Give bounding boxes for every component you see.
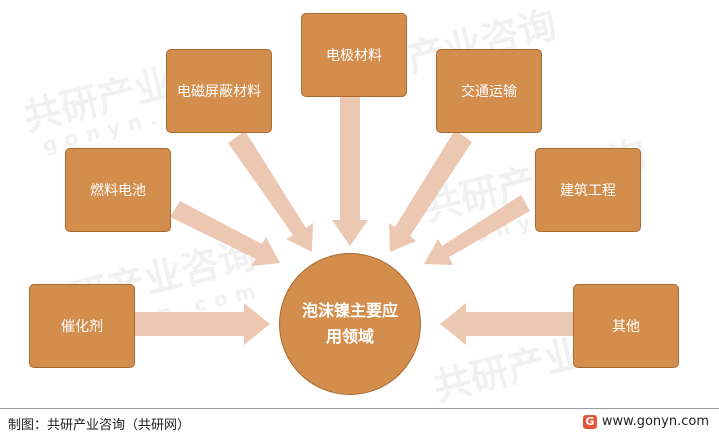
footer: 制图：共研产业咨询（共研网） G www.gonyn.com xyxy=(0,408,719,435)
center-node: 泡沫镍主要应用领域 xyxy=(279,253,421,395)
node-other: 其他 xyxy=(573,284,679,368)
node-shielding: 电磁屏蔽材料 xyxy=(166,49,272,133)
node-electrode: 电极材料 xyxy=(301,13,407,97)
arrow-shielding xyxy=(228,131,313,252)
arrow-fuelcell xyxy=(170,201,280,266)
gonyn-logo-icon: G xyxy=(582,414,597,429)
arrow-electrode xyxy=(332,97,368,246)
node-catalyst: 催化剂 xyxy=(29,284,135,368)
arrow-catalyst xyxy=(135,303,270,345)
footer-site[interactable]: G www.gonyn.com xyxy=(582,414,709,429)
diagram: 共研产业咨询 gonyn.com 共研产业咨询 共研产业咨询 gonyn.com… xyxy=(19,2,679,410)
arrow-transport xyxy=(389,130,472,252)
footer-site-url[interactable]: www.gonyn.com xyxy=(601,414,709,429)
arrow-other xyxy=(440,303,573,345)
arrows-layer xyxy=(135,97,573,345)
node-building: 建筑工程 xyxy=(535,148,641,232)
node-transport: 交通运输 xyxy=(436,49,542,133)
node-fuelcell: 燃料电池 xyxy=(65,148,171,232)
arrow-building xyxy=(424,195,530,265)
footer-credit: 制图：共研产业咨询（共研网） xyxy=(8,418,191,433)
